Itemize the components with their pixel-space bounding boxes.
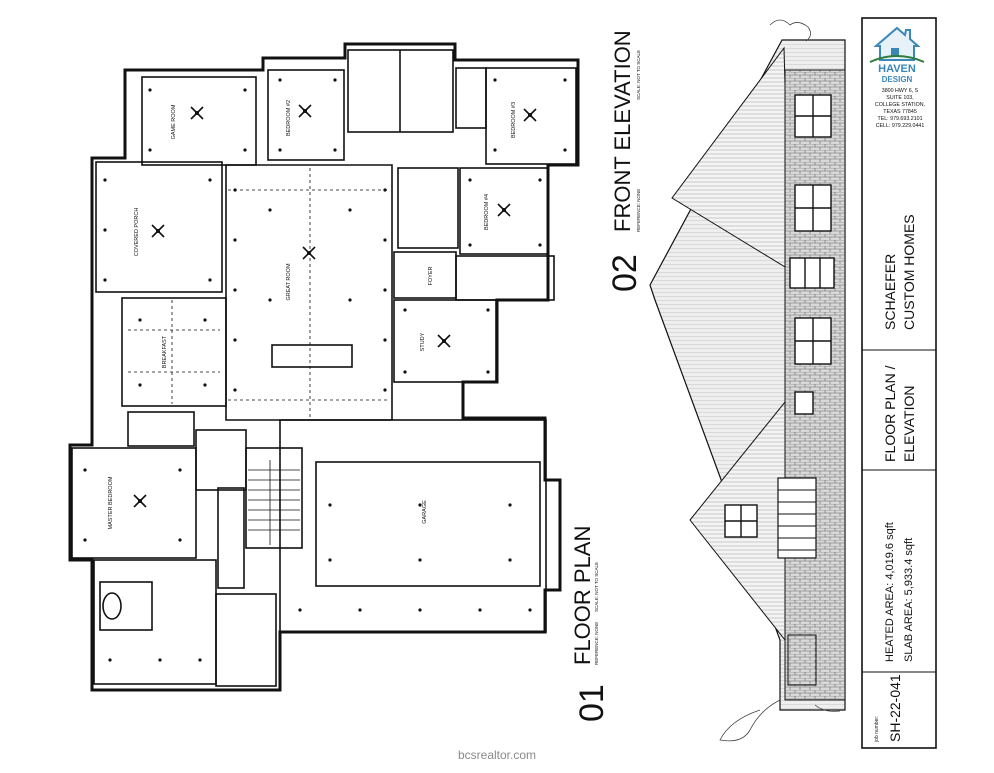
logo-haven: HAVEN [878,63,916,75]
haven-design-logo: HAVEN DESIGN [869,26,925,84]
sheet-title-line-2: ELEVATION [901,385,917,462]
front-elevation: 02 FRONT ELEVATION REFERENCE: NONE SCALE… [606,19,846,742]
job-number-label: job number: [874,716,880,743]
address-line: SUITE 103, [886,95,913,101]
watermark: bcsrealtor.com [457,748,537,762]
address-line: 3800 HWY 6, S [882,88,919,94]
client-line-2: CUSTOM HOMES [901,214,917,330]
job-number: SH-22-041 [887,674,903,742]
floor-plan-number: 01 [573,684,611,722]
floor-plan-scale: SCALE: NOT TO SCALE [594,562,599,612]
room-label-breakfast: BREAKFAST [162,335,168,368]
elevation-chimney [787,634,817,686]
area-summary: HEATED AREA: 4,019.6 sqft SLAB AREA: 5,9… [884,522,915,662]
elevation-title: 02 FRONT ELEVATION REFERENCE: NONE SCALE… [606,30,644,292]
elevation-garage-door [777,477,817,559]
room-labels: GAME ROOM BEDROOM #2 BEDROOM #3 BEDROOM … [108,100,517,529]
room-label-bedroom-3: BEDROOM #3 [511,102,517,138]
address-line: TEXAS 77845 [883,109,917,115]
room-label-master-bedroom: MASTER BEDROOM [108,476,114,529]
job-number-block: job number: SH-22-041 [874,674,903,743]
room-label-garage: GARAGE [422,500,428,524]
slab-area: SLAB AREA: 5,933.4 sqft [903,538,915,662]
elevation-tree-sketches [719,19,841,742]
room-label-bedroom-4: BEDROOM #4 [484,194,490,230]
room-label-covered-porch: COVERED PORCH [134,208,140,257]
room-label-study: STUDY [420,332,426,351]
address-line: CELL: 979.229.0441 [876,123,925,129]
sheet-title-line-1: FLOOR PLAN / [882,365,898,462]
interior-walls [71,49,577,687]
room-label-foyer: FOYER [428,267,434,286]
room-label-bedroom-2: BEDROOM #2 [286,100,292,136]
client-name: SCHAEFER CUSTOM HOMES [882,214,917,330]
elevation-garage-slats [778,489,816,551]
elevation-scale: SCALE: NOT TO SCALE [636,50,641,100]
logo-design: DESIGN [882,75,913,84]
address-line: TEL: 979.693.2101 [877,116,922,122]
title-block: HAVEN DESIGN 3800 HWY 6, S SUITE 103, CO… [861,17,937,749]
room-label-great-room: GREAT ROOM [286,263,292,300]
light-fixtures [83,78,567,662]
room-label-game-room: GAME ROOM [171,104,177,139]
floor-plan-reference: REFERENCE: NONE [594,622,599,665]
elevation-reference: REFERENCE: NONE [636,189,641,232]
client-line-1: SCHAEFER [882,254,898,330]
address-line: COLLEGE STATION, [875,102,925,108]
exterior-walls [68,42,580,692]
heated-area: HEATED AREA: 4,019.6 sqft [884,522,896,662]
sheet-title: FLOOR PLAN / ELEVATION [882,365,917,462]
floor-plan-heading: FLOOR PLAN [570,526,595,665]
floor-plan: GAME ROOM BEDROOM #2 BEDROOM #3 BEDROOM … [68,42,611,722]
elevation-brick-wall [784,69,846,701]
firm-address: 3800 HWY 6, S SUITE 103, COLLEGE STATION… [875,88,925,129]
elevation-number: 02 [606,254,644,292]
elevation-heading: FRONT ELEVATION [610,30,635,232]
elevation-windows [724,94,835,538]
floor-plan-title: 01 FLOOR PLAN REFERENCE: NONE SCALE: NOT… [570,526,611,722]
